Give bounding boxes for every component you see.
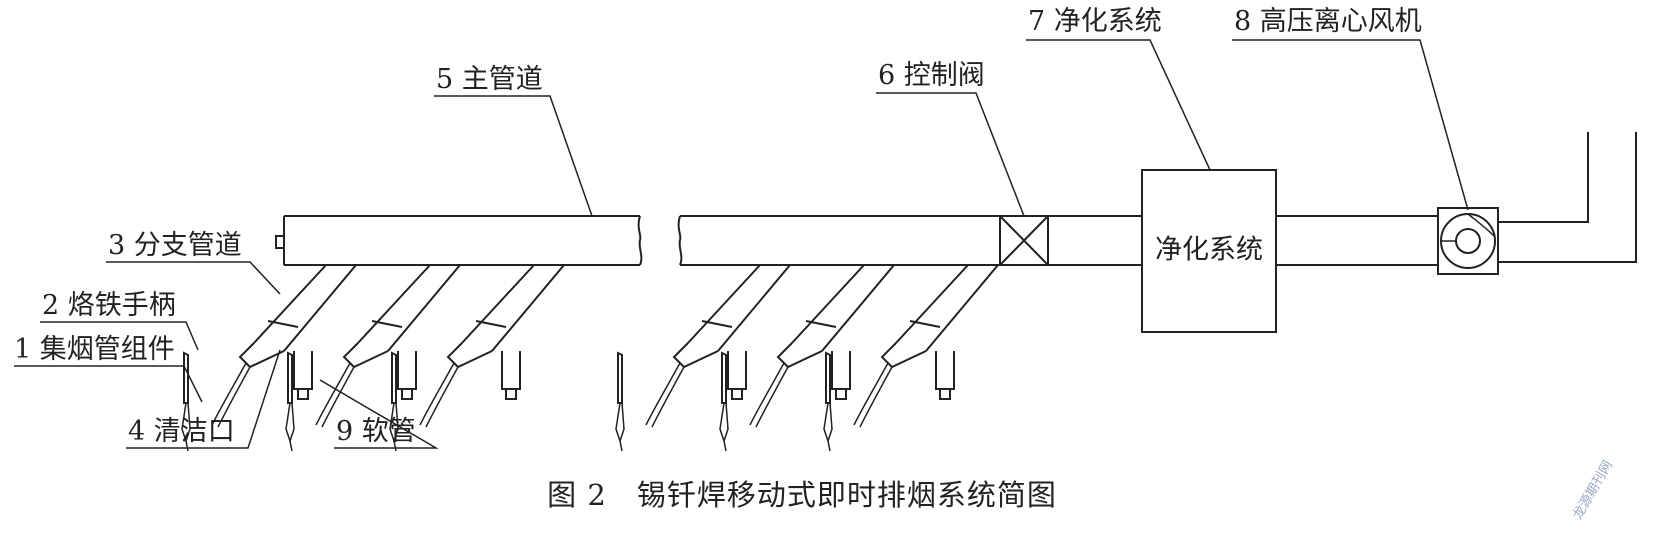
watermark-text: 龙源期刊网 (1570, 458, 1615, 522)
centrifugal-fan (1437, 207, 1499, 275)
branch-assembly (615, 264, 791, 452)
label-hose: 9 软管 (336, 416, 416, 447)
label-fume-collector: 1 集烟管组件 (14, 334, 175, 365)
label-branch-pipe: 3 分支管道 (108, 230, 242, 261)
main-pipe-left (275, 215, 643, 266)
leader-lines (14, 39, 1469, 449)
purifier-box-label: 净化系统 (1155, 235, 1263, 266)
label-centrifugal-fan: 8 高压离心风机 (1234, 6, 1422, 37)
label-cleaning-port: 4 清洁口 (128, 416, 235, 447)
label-control-valve: 6 控制阀 (878, 60, 985, 91)
label-purification-system: 7 净化系统 (1028, 6, 1162, 37)
purification-system-box: 净化系统 (1141, 169, 1277, 333)
figure-caption: 图 2 锡钎焊移动式即时排烟系统简图 (547, 478, 1057, 512)
label-iron-handle: 2 烙铁手柄 (42, 290, 176, 321)
label-main-pipe: 5 主管道 (436, 64, 543, 95)
main-pipe-right (677, 132, 1637, 266)
control-valve (999, 215, 1049, 266)
